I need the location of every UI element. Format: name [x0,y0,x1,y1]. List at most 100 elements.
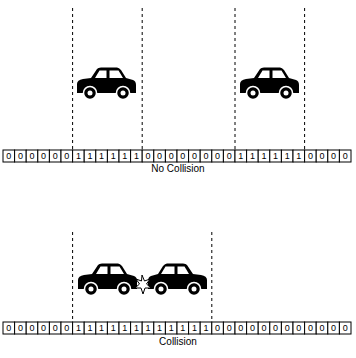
bit-cell [177,150,189,162]
bit-digit: 1 [96,322,108,334]
bit-cell [200,322,212,334]
bit-digit: 1 [200,322,212,334]
bit-digit: 0 [339,150,351,162]
bit-cell [212,322,224,334]
bit-digit: 0 [258,322,270,334]
guide-lines [73,8,305,322]
bit-cell [165,322,177,334]
bit-cell [305,150,317,162]
bit-cell [235,150,247,162]
bit-digit: 0 [235,322,247,334]
bit-cell [293,322,305,334]
bit-digit: 0 [316,150,328,162]
car-symbol [78,264,137,296]
bit-digit: 0 [223,322,235,334]
bit-cell [316,150,328,162]
car-symbol [77,68,136,100]
bit-digit: 1 [165,322,177,334]
bit-digit: 0 [38,150,50,162]
bit-digit: 1 [235,150,247,162]
bit-cell [223,150,235,162]
bit-cell [281,322,293,334]
crash-star [135,275,151,294]
bit-cell [223,322,235,334]
bit-cell [212,150,224,162]
bit-cell [15,150,27,162]
bit-digit: 0 [200,150,212,162]
bit-digit: 0 [339,322,351,334]
bit-cell [258,322,270,334]
bit-digit: 0 [305,322,317,334]
bit-digit: 1 [84,150,96,162]
bit-digit: 0 [189,150,201,162]
bit-cell [235,322,247,334]
bit-digit: 1 [119,322,131,334]
bit-cell [339,322,351,334]
bit-cell [154,150,166,162]
bit-cell [339,150,351,162]
bit-array [3,150,351,334]
bit-digit: 0 [270,322,282,334]
bit-cell [177,322,189,334]
bit-digit: 0 [61,322,73,334]
bit-digit: 1 [189,322,201,334]
bit-digit: 0 [247,322,259,334]
bit-digit: 0 [212,150,224,162]
bit-cell [73,322,85,334]
bit-cell [281,150,293,162]
bit-cell [96,322,108,334]
bit-digit: 0 [142,150,154,162]
bit-digit: 1 [281,150,293,162]
bit-cell [316,322,328,334]
bit-cell [165,150,177,162]
bit-digit: 0 [26,150,38,162]
bit-digit: 0 [15,322,27,334]
bit-digit: 1 [84,322,96,334]
bit-cell [200,150,212,162]
bit-digit: 1 [247,150,259,162]
bit-cell [73,150,85,162]
bit-cell [38,150,50,162]
bit-digit: 0 [3,150,15,162]
bit-digit: 0 [154,150,166,162]
bit-digit: 0 [15,150,27,162]
bit-cell [189,150,201,162]
bit-cell [305,322,317,334]
bit-digit: 1 [258,150,270,162]
bit-digit: 0 [26,322,38,334]
bit-digit: 1 [142,322,154,334]
bit-digit: 1 [154,322,166,334]
bit-cell [49,150,61,162]
bit-cell [142,150,154,162]
bit-digit: 1 [96,150,108,162]
bit-cell [96,150,108,162]
bit-cell [61,150,73,162]
bit-cell [189,322,201,334]
bit-cell [270,322,282,334]
bit-cell [154,322,166,334]
bit-cell [84,322,96,334]
bit-digit: 1 [107,322,119,334]
bit-cell [131,150,143,162]
car-symbol [148,264,207,296]
bit-cell [270,150,282,162]
bit-digit: 0 [328,150,340,162]
bit-cell [258,150,270,162]
bit-cell [107,322,119,334]
bit-cell [142,322,154,334]
bit-cell [247,322,259,334]
bit-digit: 0 [49,150,61,162]
bit-cell [247,150,259,162]
bit-digit: 1 [270,150,282,162]
bit-cell [49,322,61,334]
bit-digit: 0 [38,322,50,334]
bit-cell [61,322,73,334]
bit-digit: 0 [177,150,189,162]
car-symbol [240,68,299,100]
bit-digit: 0 [3,322,15,334]
caption-label: No Collision [128,163,228,175]
bit-cell [15,322,27,334]
bit-digit: 0 [49,322,61,334]
bit-digit: 0 [316,322,328,334]
